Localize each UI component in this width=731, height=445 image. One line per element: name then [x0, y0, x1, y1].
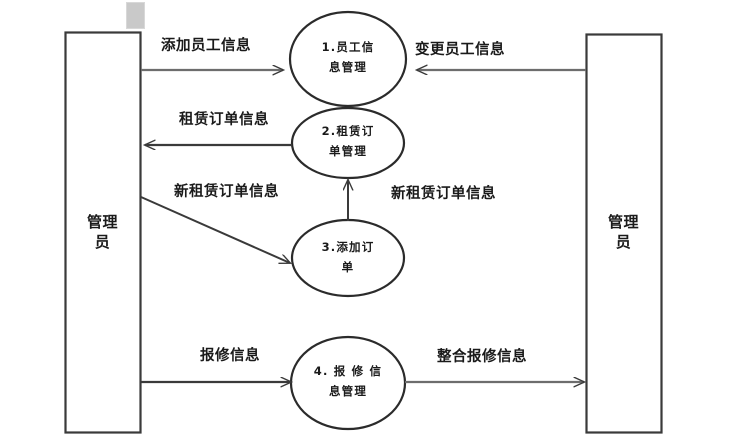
flow-label-f5: 新租赁订单信息	[391, 186, 496, 202]
flow-arrow-f4	[140, 196, 290, 263]
flow-label-f3: 租赁订单信息	[179, 112, 269, 128]
gray-placeholder-block	[126, 2, 145, 29]
flow-label-f6: 报修信息	[200, 348, 260, 364]
entity-box-admin-left	[64, 31, 142, 434]
process-ellipse-p1	[288, 10, 408, 108]
entity-label-admin-left: 管理 员	[86, 213, 118, 252]
flow-label-f1: 添加员工信息	[161, 38, 251, 54]
process-label-p4: 4. 报 修 信 息管理	[313, 364, 383, 398]
process-label-p2: 2.租赁订 单管理	[321, 124, 375, 158]
entity-box-admin-right	[585, 33, 663, 434]
flow-label-f2: 变更员工信息	[415, 42, 505, 58]
process-label-p3: 3.添加订 单	[321, 240, 375, 274]
entity-label-admin-right: 管理 员	[607, 213, 639, 252]
flow-label-f4: 新租赁订单信息	[174, 184, 279, 200]
process-label-p1: 1.员工信 息管理	[321, 40, 375, 74]
flow-label-f7: 整合报修信息	[437, 349, 527, 365]
